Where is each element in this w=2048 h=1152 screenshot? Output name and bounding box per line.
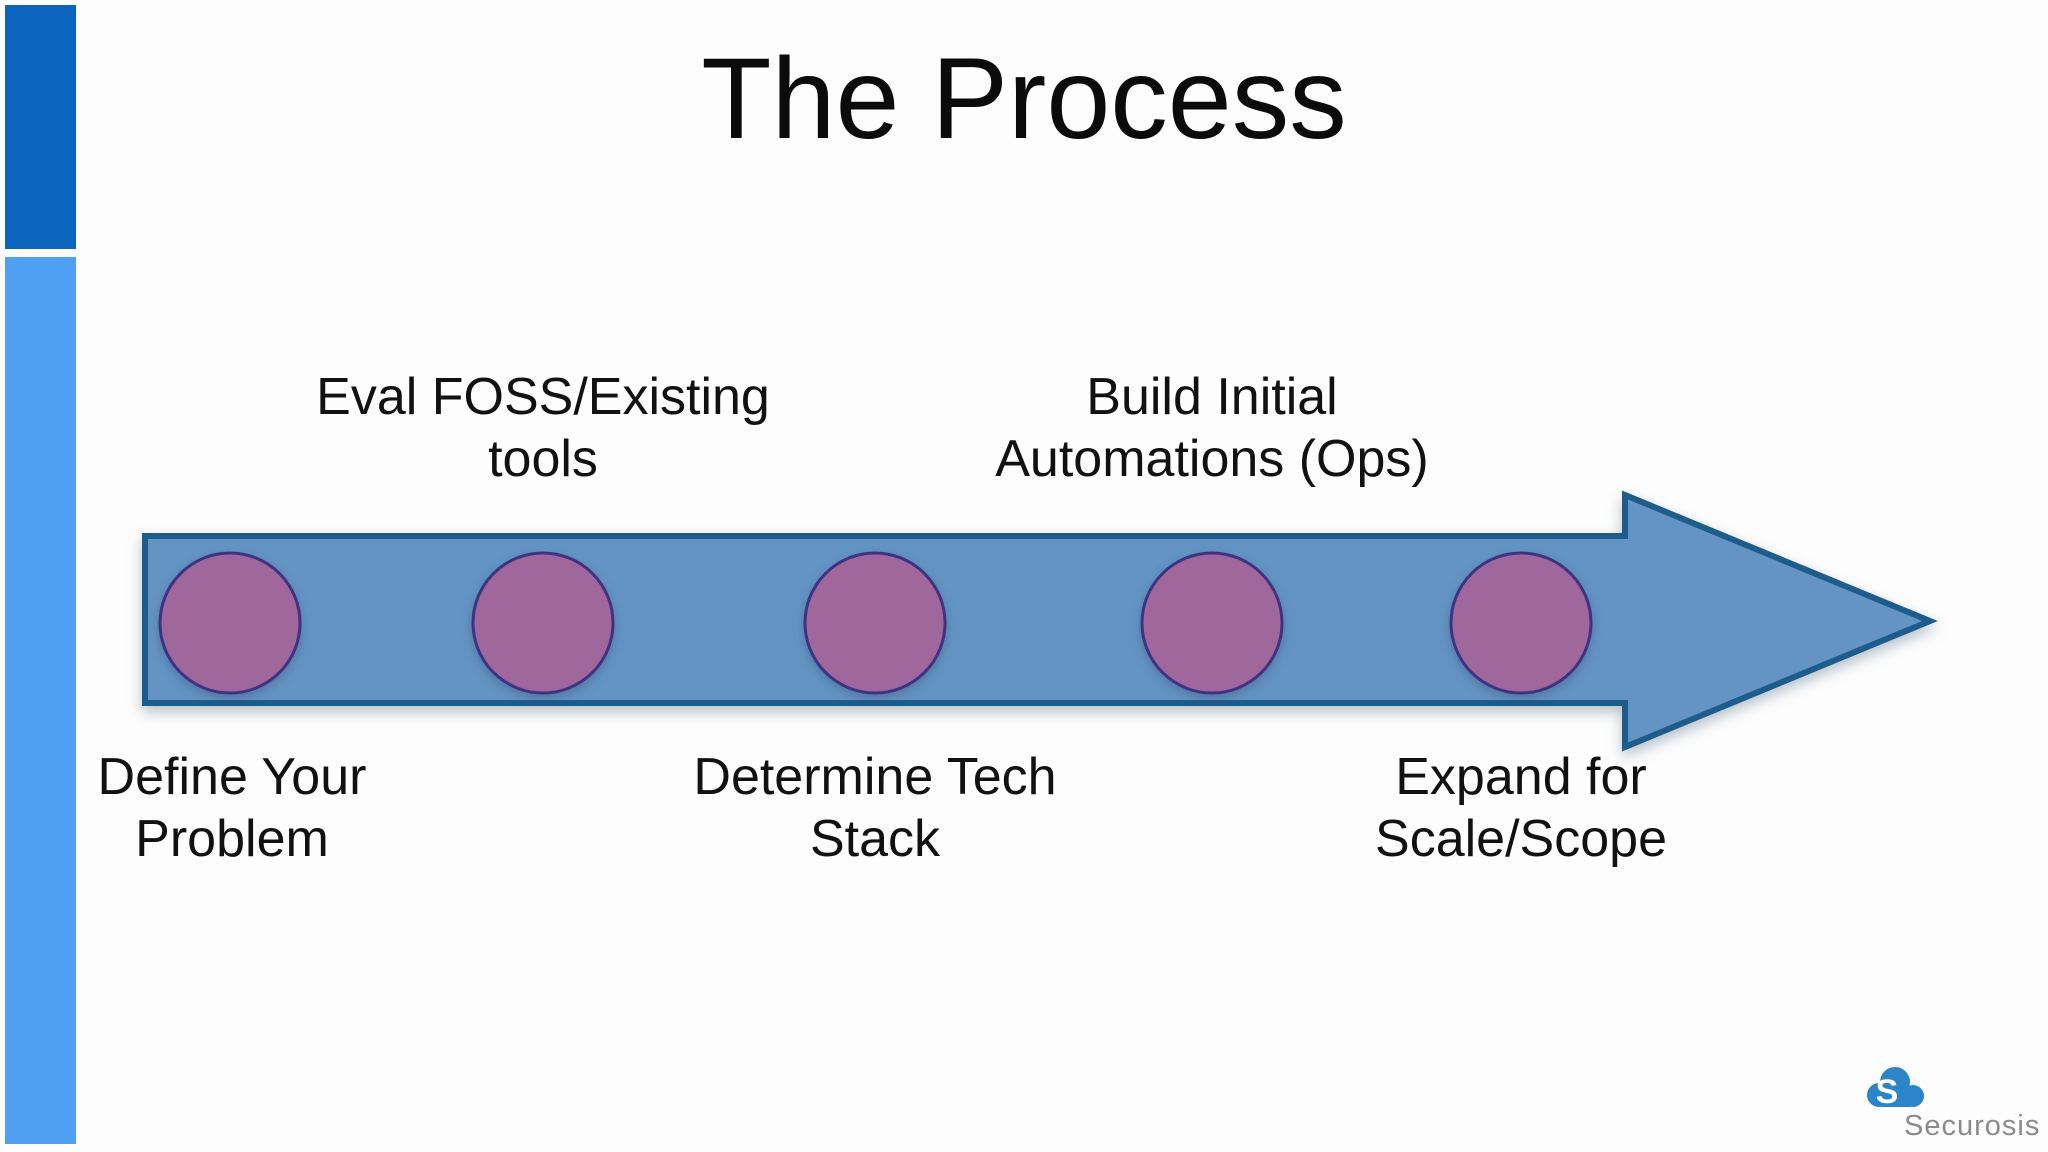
step-node-1 xyxy=(158,551,302,695)
process-arrow xyxy=(142,490,1938,752)
step-label-expand-for-scale-scope: Expand for Scale/Scope xyxy=(1375,748,1667,869)
step-label-build-initial-automations: Build Initial Automations (Ops) xyxy=(995,368,1429,489)
logo-text: Securosis xyxy=(1904,1110,2041,1142)
step-node-2 xyxy=(471,551,615,695)
sidebar-accent-top xyxy=(5,5,76,249)
page-title: The Process xyxy=(701,35,1347,163)
securosis-logo: S Securosis xyxy=(1858,1062,2044,1146)
step-node-4 xyxy=(1140,551,1284,695)
sidebar-accent-bottom xyxy=(5,257,76,1144)
step-label-eval-foss-existing-tools: Eval FOSS/Existing tools xyxy=(316,368,770,489)
cloud-icon: S xyxy=(1867,1067,1924,1111)
logo-s-glyph: S xyxy=(1876,1073,1899,1111)
step-node-5 xyxy=(1449,551,1593,695)
step-node-3 xyxy=(803,551,947,695)
step-label-determine-tech-stack: Determine Tech Stack xyxy=(693,748,1057,869)
step-label-define-your-problem: Define Your Problem xyxy=(97,748,367,869)
